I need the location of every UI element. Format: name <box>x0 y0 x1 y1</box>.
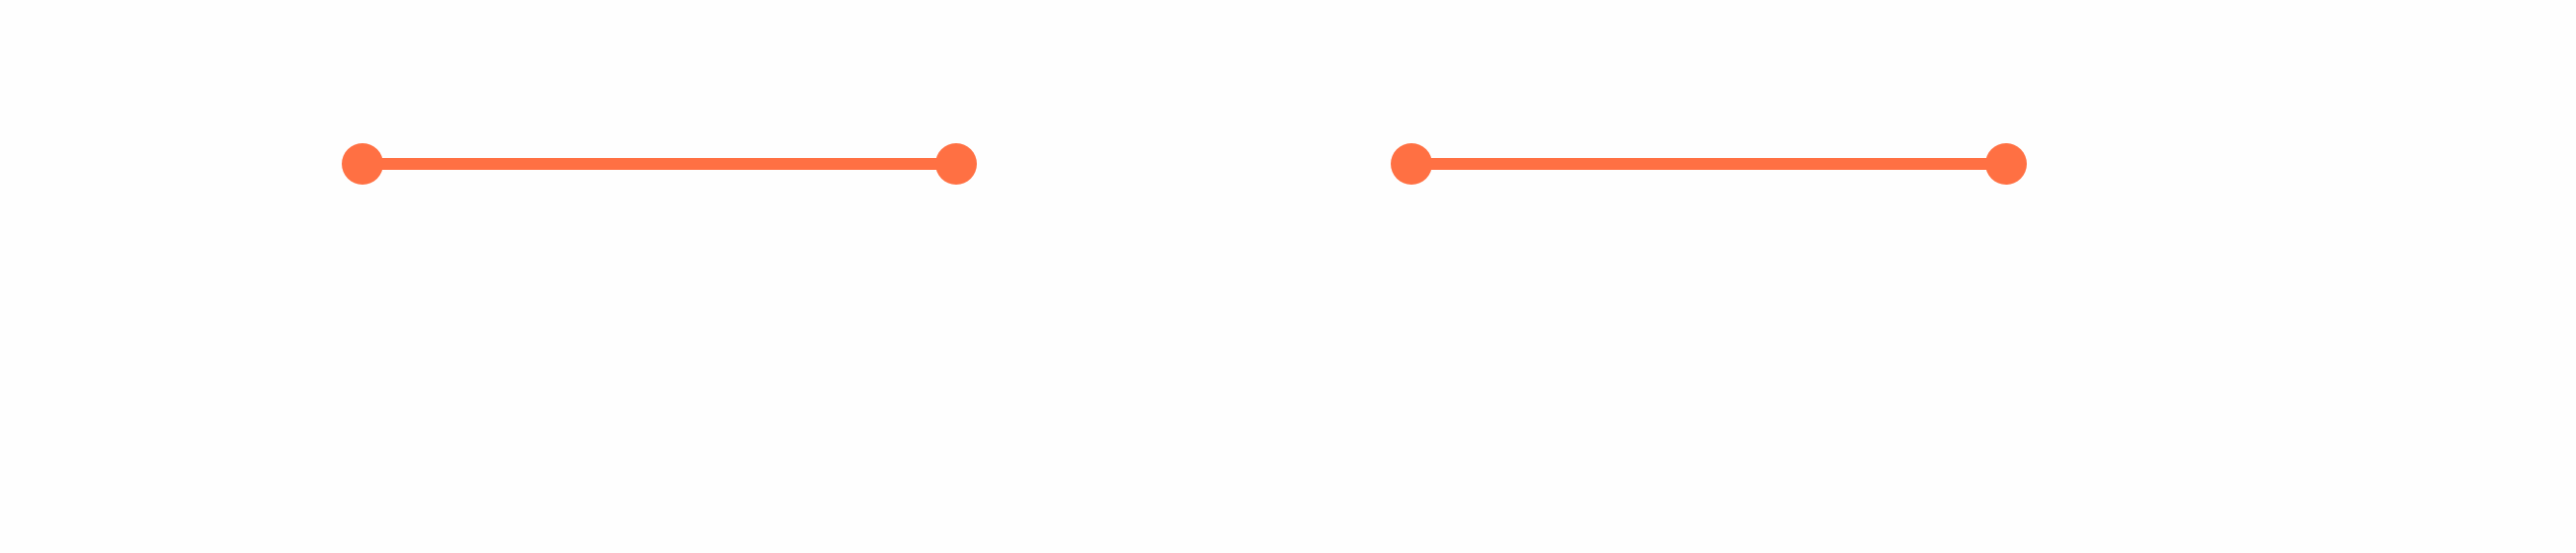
endpoint-left-start <box>342 143 383 185</box>
endpoint-left-end <box>935 143 977 185</box>
segment-right <box>1391 143 2027 185</box>
endpoint-right-end <box>1985 143 2027 185</box>
endpoint-right-start <box>1391 143 1432 185</box>
segment-left <box>342 143 977 185</box>
